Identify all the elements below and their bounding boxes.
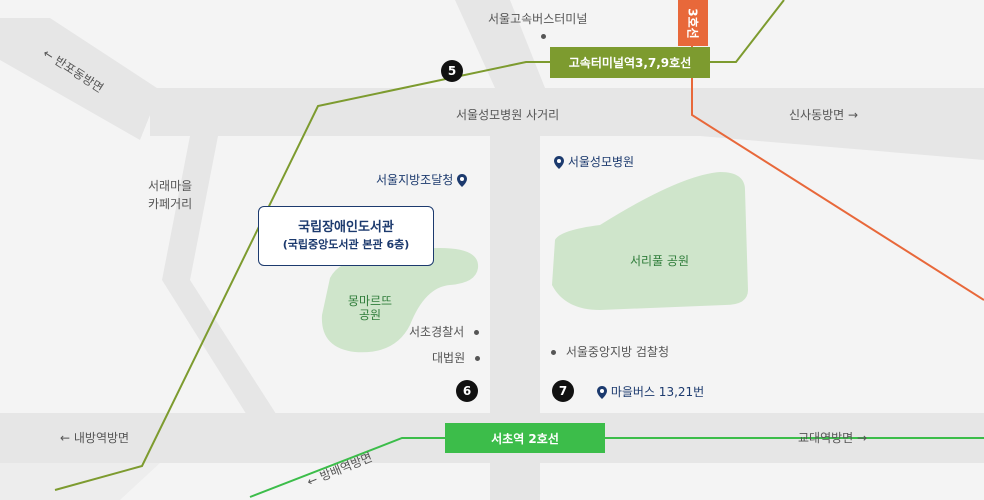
station-seocho-label: 서초역 2호선 [491,431,559,446]
station-seocho[interactable]: 서초역 2호선 [445,423,605,453]
road-label-seorae: 서래마을 [148,179,193,193]
road-banpo [0,18,160,140]
place-prosecutor: 서울중앙지방 검찰청 [551,345,669,359]
marker-6[interactable]: 6 [456,380,478,402]
line3-label: 3호선 [685,7,700,39]
marker-7[interactable]: 7 [552,380,574,402]
library-sub: (국립중앙도서관 본관 6층) [282,238,410,251]
bus-terminal-dot [541,34,546,39]
road-label-bus-terminal: 서울고속버스터미널 [488,12,588,26]
park-seoripul-label: 서리풀 공원 [630,254,690,268]
road-label-naebang: ← 내방역방면 [60,431,130,445]
place-procurement[interactable]: 서울지방조달청 [376,173,468,187]
place-bus-stop[interactable]: 마을버스 13,21번 [597,385,704,399]
park-montmartre-name: 몽마르뜨 [347,294,393,308]
place-supreme-court: 대법원 [432,351,480,365]
police-dot [474,330,480,335]
place-police-label: 서초경찰서 [409,325,465,339]
park-seoripul [552,172,748,310]
prosecutor-dot [551,350,556,355]
library-name: 국립장애인도서관 [298,220,394,235]
road-label-gyodae: 교대역방면 → [798,431,868,445]
location-pin-icon [554,156,564,169]
metro-line-2 [249,437,984,498]
road-diagonal [162,280,280,420]
road-sinsa [700,88,984,160]
location-pin-icon [597,386,607,399]
metro-line-3 [691,80,984,301]
supreme-court-dot [474,356,480,361]
route-line-olive [54,0,785,491]
library-callout[interactable]: 국립장애인도서관 (국립중앙도서관 본관 6층) [258,206,434,266]
station-line3-badge: 3호선 [678,0,708,46]
place-police: 서초경찰서 [409,325,480,339]
marker-5[interactable]: 5 [441,60,463,82]
road-label-sinsa: 신사동방면 → [789,108,859,122]
station-goseok[interactable]: 고속터미널역3,7,9호선 [550,47,710,78]
place-prosecutor-label: 서울중앙지방 검찰청 [565,345,670,359]
road-label-seorae-cafe: 카페거리 [148,197,193,211]
road-label-hospital-crossroad: 서울성모병원 사거리 [456,108,560,122]
station-goseok-label: 고속터미널역3,7,9호선 [568,56,692,70]
road-terminal [455,0,545,88]
place-bus-label: 마을버스 13,21번 [610,385,705,399]
park-montmartre-label: 몽마르뜨 공원 [340,294,400,322]
place-hospital-label: 서울성모병원 [567,155,635,169]
park-montmartre [321,248,479,353]
place-hospital[interactable]: 서울성모병원 [554,155,634,169]
place-supreme-court-label: 대법원 [432,351,466,365]
road-seorae [162,136,218,280]
place-procurement-label: 서울지방조달청 [376,173,454,187]
location-pin-icon [457,174,468,187]
park-montmartre-suffix: 공원 [358,308,382,322]
